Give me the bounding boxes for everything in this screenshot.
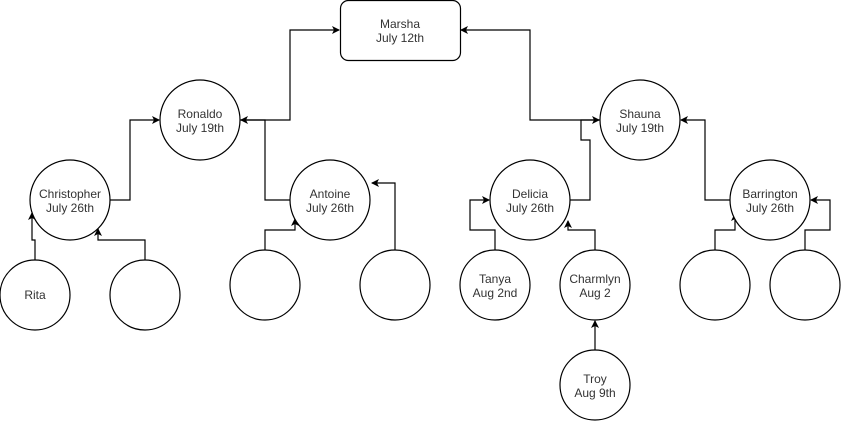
node-name: Tanya [479, 272, 511, 286]
node-empty-2[interactable] [229, 249, 301, 321]
node-date: July 12th [376, 31, 424, 45]
edge-empty3-antoine[interactable] [371, 179, 396, 250]
edge-ronaldo-marsha[interactable] [240, 26, 340, 121]
node-name: Marsha [380, 17, 420, 31]
node-empty-5[interactable] [769, 249, 841, 321]
edge-empty4-barrington[interactable] [714, 213, 739, 250]
node-name: Shauna [619, 107, 661, 121]
node-date: July 26th [746, 201, 794, 215]
node-name: Delicia [512, 187, 548, 201]
node-date: Aug 2 [579, 286, 611, 300]
edge-empty1-christopher[interactable] [94, 228, 146, 260]
node-troy[interactable]: Troy Aug 9th [559, 349, 631, 421]
edge-christopher-ronaldo[interactable] [110, 116, 160, 201]
node-date: July 26th [306, 201, 354, 215]
node-name: Rita [24, 288, 46, 302]
node-charmlyn[interactable]: Charmlyn Aug 2 [559, 249, 631, 321]
edge-barrington-shauna[interactable] [680, 116, 730, 201]
edge-charmlyn-delicia[interactable] [564, 220, 596, 250]
node-date: July 19th [616, 121, 664, 135]
node-empty-1[interactable] [109, 259, 181, 331]
node-name: Troy [583, 372, 607, 386]
node-rita[interactable]: Rita [0, 259, 71, 331]
node-shauna[interactable]: Shauna July 19th [599, 79, 681, 161]
node-empty-3[interactable] [359, 249, 431, 321]
node-christopher[interactable]: Christopher July 26th [29, 159, 111, 241]
node-ronaldo[interactable]: Ronaldo July 19th [159, 79, 241, 161]
node-name: Ronaldo [178, 107, 223, 121]
node-name: Barrington [742, 187, 797, 201]
node-name: Antoine [310, 187, 351, 201]
node-date: Aug 9th [574, 386, 615, 400]
node-marsha[interactable]: Marsha July 12th [339, 0, 462, 62]
edge-delicia-shauna[interactable] [570, 116, 600, 201]
edge-tanya-delicia[interactable] [469, 196, 496, 250]
edge-rita-christopher[interactable] [28, 212, 36, 260]
node-tanya[interactable]: Tanya Aug 2nd [459, 249, 531, 321]
node-name: Christopher [39, 187, 101, 201]
node-name: Charmlyn [569, 272, 620, 286]
node-date: July 26th [46, 201, 94, 215]
node-delicia[interactable]: Delicia July 26th [489, 159, 571, 241]
node-date: July 26th [506, 201, 554, 215]
node-empty-4[interactable] [679, 249, 751, 321]
edge-empty5-barrington[interactable] [804, 196, 831, 250]
edge-antoine-ronaldo[interactable] [240, 116, 290, 201]
node-barrington[interactable]: Barrington July 26th [729, 159, 811, 241]
edge-empty2-antoine[interactable] [264, 218, 299, 250]
node-date: Aug 2nd [473, 286, 518, 300]
node-antoine[interactable]: Antoine July 26th [289, 159, 371, 241]
edge-shauna-marsha[interactable] [460, 26, 600, 121]
node-date: July 19th [176, 121, 224, 135]
